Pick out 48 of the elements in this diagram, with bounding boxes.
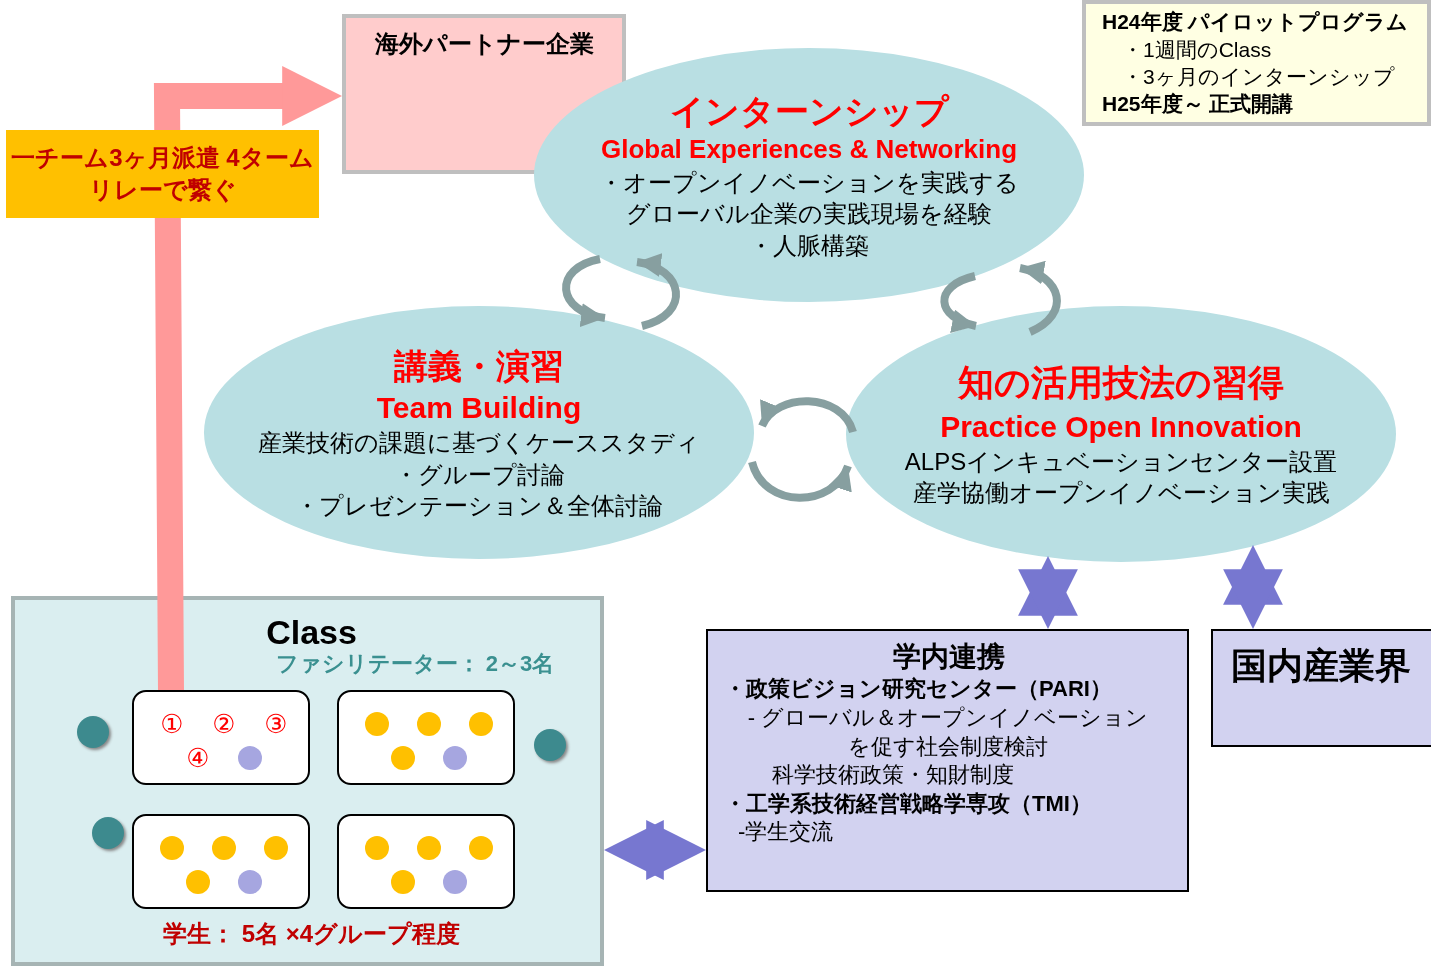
body-text: - グローバル＆オープンイノベーションを促す社会制度検討 bbox=[746, 704, 1150, 761]
body-text: ・オープンイノベーションを実践するグローバル企業の実践現場を経験 bbox=[599, 168, 1019, 230]
body-text: Global Experiences & Networking bbox=[600, 133, 1018, 167]
number-label: ② bbox=[211, 708, 237, 741]
heading-text: 学内連携 bbox=[892, 640, 1006, 674]
body-text: H25年度～ 正式開講 bbox=[1102, 91, 1294, 118]
edge-label: 一チーム3ヶ月派遣 4タームリレーで繋ぐ bbox=[6, 130, 319, 218]
note-box bbox=[1082, 0, 1431, 126]
body-text: 学生： 5名 ×4グループ程度 bbox=[161, 919, 461, 949]
class-panel bbox=[11, 596, 604, 966]
body-text: ALPSインキュベーションセンター設置 bbox=[904, 446, 1338, 477]
info-box bbox=[1211, 629, 1431, 747]
number-label: ④ bbox=[185, 742, 211, 775]
heading-text: インターンシップ bbox=[669, 91, 949, 133]
body-text: -学生交流 bbox=[738, 818, 834, 847]
body-text: ・プレゼンテーション＆全体討論 bbox=[295, 490, 663, 521]
arrow bbox=[153, 66, 342, 691]
body-text: ・1週間のClass bbox=[1122, 36, 1272, 63]
body-text: ・人脈構築 bbox=[749, 230, 869, 261]
group-card bbox=[337, 690, 515, 785]
body-text: ・工学系技術経営戦略学専攻（TMI） bbox=[724, 789, 1092, 818]
body-text: Practice Open Innovation bbox=[940, 408, 1302, 445]
arrow bbox=[1223, 545, 1283, 629]
arrow bbox=[758, 397, 857, 434]
body-text: 産学協働オープンイノベーション実践 bbox=[912, 477, 1330, 508]
arrow bbox=[1018, 556, 1078, 629]
heading-text: 講義・演習 bbox=[394, 346, 564, 388]
body-text: 科学技術政策・知財制度 bbox=[772, 761, 1014, 790]
heading-text: 知の活用技法の習得 bbox=[958, 360, 1284, 405]
heading-text: 海外パートナー企業 bbox=[374, 29, 594, 59]
body-text: ファシリテーター： 2～3名 bbox=[274, 650, 556, 678]
body-text: ・政策ビジョン研究センター（PARI） bbox=[724, 675, 1112, 704]
group-card bbox=[132, 690, 310, 785]
body-text: ・3ヶ月のインターンシップ bbox=[1122, 64, 1395, 90]
heading-text: H24年度 パイロットプログラム bbox=[1102, 9, 1409, 36]
body-text: 産業技術の課題に基づくケーススタディ bbox=[258, 428, 700, 459]
body-text: Team Building bbox=[376, 390, 582, 427]
heading-text: Class bbox=[265, 612, 358, 653]
body-text: ・グループ討論 bbox=[393, 459, 565, 490]
arrow bbox=[748, 460, 852, 502]
number-label: ① bbox=[159, 708, 185, 741]
arrow bbox=[604, 820, 706, 880]
arrow bbox=[940, 272, 978, 332]
number-label: ③ bbox=[263, 708, 289, 741]
group-card bbox=[337, 814, 515, 909]
info-box bbox=[706, 629, 1189, 892]
group-card bbox=[132, 814, 310, 909]
heading-text: 国内産業界 bbox=[1231, 644, 1411, 688]
